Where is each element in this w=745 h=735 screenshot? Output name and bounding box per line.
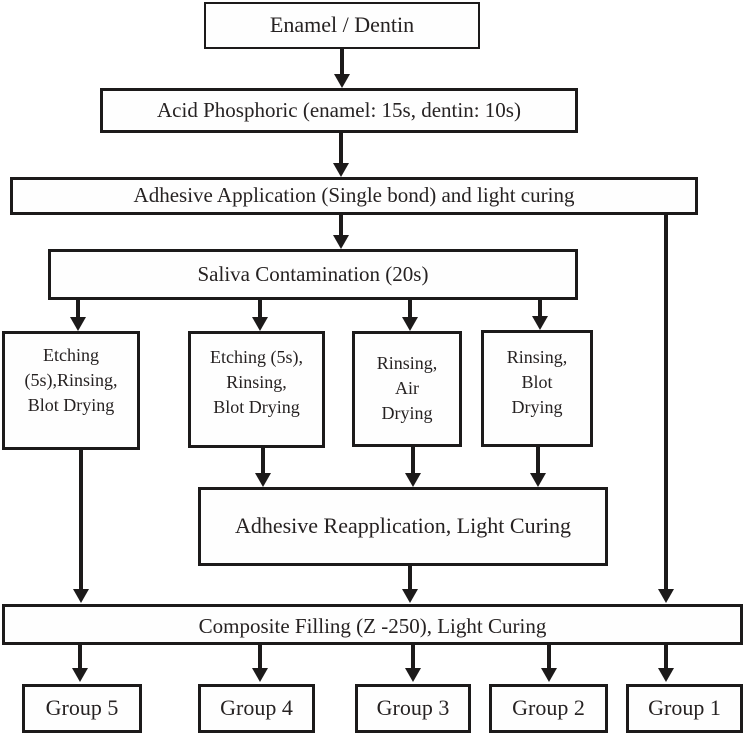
node-enamel-dentin: Enamel / Dentin [204,2,480,49]
arrow-acid-to-adhesive-application [333,133,349,177]
arrow-composite-to-group5 [72,645,88,682]
arrow-branch-1-to-composite [73,450,89,603]
node-group-2: Group 2 [489,684,608,733]
arrow-branch-3-to-reapplication [405,447,421,487]
arrow-saliva-to-branch-4 [532,300,548,330]
node-group-1: Group 1 [626,684,743,733]
arrow-composite-to-group2 [541,645,557,682]
arrow-enamel-to-acid [334,49,350,88]
arrow-composite-to-group1 [658,645,674,682]
arrow-saliva-to-branch-2 [252,300,268,331]
node-branch-etching-rinsing-blot-drying: Etching (5s),Rinsing, Blot Drying [2,331,140,450]
arrow-saliva-to-branch-3 [402,300,418,331]
arrow-adhesive-application-to-saliva [333,215,349,249]
arrow-composite-to-group4 [252,645,268,682]
node-branch-rinsing-air-drying: Rinsing, Air Drying [352,331,462,447]
node-branch-etching-5s-rinsing-blot-drying: Etching (5s), Rinsing, Blot Drying [188,331,325,448]
arrow-branch-4-to-reapplication [530,447,546,487]
node-branch-rinsing-blot-drying: Rinsing, Blot Drying [481,330,593,447]
node-adhesive-application: Adhesive Application (Single bond) and l… [10,177,698,215]
node-group-5: Group 5 [22,684,142,733]
node-composite-filling: Composite Filling (Z -250), Light Curing [2,604,743,645]
arrow-composite-to-group3 [405,645,421,682]
node-acid-phosphoric: Acid Phosphoric (enamel: 15s, dentin: 10… [100,88,578,133]
node-group-4: Group 4 [198,684,315,733]
node-group-3: Group 3 [355,684,471,733]
arrow-saliva-to-branch-1 [70,300,86,331]
node-adhesive-reapplication: Adhesive Reapplication, Light Curing [198,487,608,566]
arrow-reapplication-to-composite [402,566,418,603]
node-saliva-contamination: Saliva Contamination (20s) [48,249,578,300]
arrow-branch-2-to-reapplication [255,448,271,487]
arrow-adhesive-application-to-composite [658,215,674,603]
